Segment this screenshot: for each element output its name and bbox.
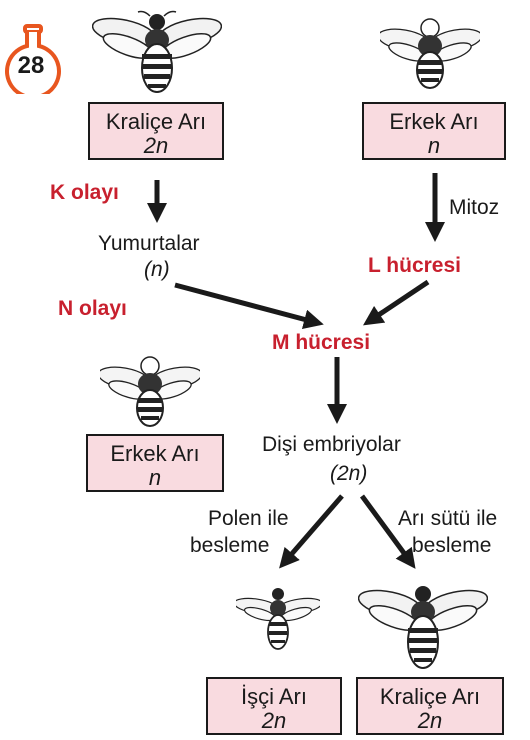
female-embryos-label: Dişi embriyolar: [262, 433, 401, 456]
eggs-label: Yumurtalar: [98, 232, 200, 255]
box-name: Erkek Arı: [364, 104, 504, 134]
arrow-l-cell-to-m-cell: [368, 282, 428, 322]
box-ploidy: 2n: [358, 709, 502, 733]
mitosis-label: Mitoz: [449, 196, 499, 219]
drone-bee-box-middle: Erkek Arı n: [86, 434, 224, 492]
embryos-ploidy-label: (2n): [330, 462, 367, 485]
arrow-eggs-to-m-cell: [175, 285, 318, 323]
box-ploidy: 2n: [208, 709, 340, 733]
pollen-feeding-label-line2: besleme: [190, 534, 269, 557]
royal-jelly-feeding-label-line2: besleme: [412, 534, 491, 557]
worker-bee-box: İşçi Arı 2n: [206, 677, 342, 735]
box-ploidy: n: [88, 466, 222, 490]
k-event-label: K olayı: [50, 181, 119, 204]
box-name: Kraliçe Arı: [358, 679, 502, 709]
eggs-ploidy-label: (n): [144, 258, 170, 281]
queen-bee-box-bottom: Kraliçe Arı 2n: [356, 677, 504, 735]
box-name: Kraliçe Arı: [90, 104, 222, 134]
l-cell-label: L hücresi: [368, 254, 461, 277]
box-name: İşçi Arı: [208, 679, 340, 709]
box-name: Erkek Arı: [88, 436, 222, 466]
royal-jelly-feeding-label-line1: Arı sütü ile: [398, 507, 497, 530]
arrow-embryos-to-worker: [283, 496, 342, 564]
m-cell-label: M hücresi: [272, 331, 370, 354]
box-ploidy: 2n: [90, 134, 222, 158]
box-ploidy: n: [364, 134, 504, 158]
pollen-feeding-label-line1: Polen ile: [208, 507, 289, 530]
queen-bee-box-top: Kraliçe Arı 2n: [88, 102, 224, 160]
n-event-label: N olayı: [58, 297, 127, 320]
drone-bee-box-top: Erkek Arı n: [362, 102, 506, 160]
